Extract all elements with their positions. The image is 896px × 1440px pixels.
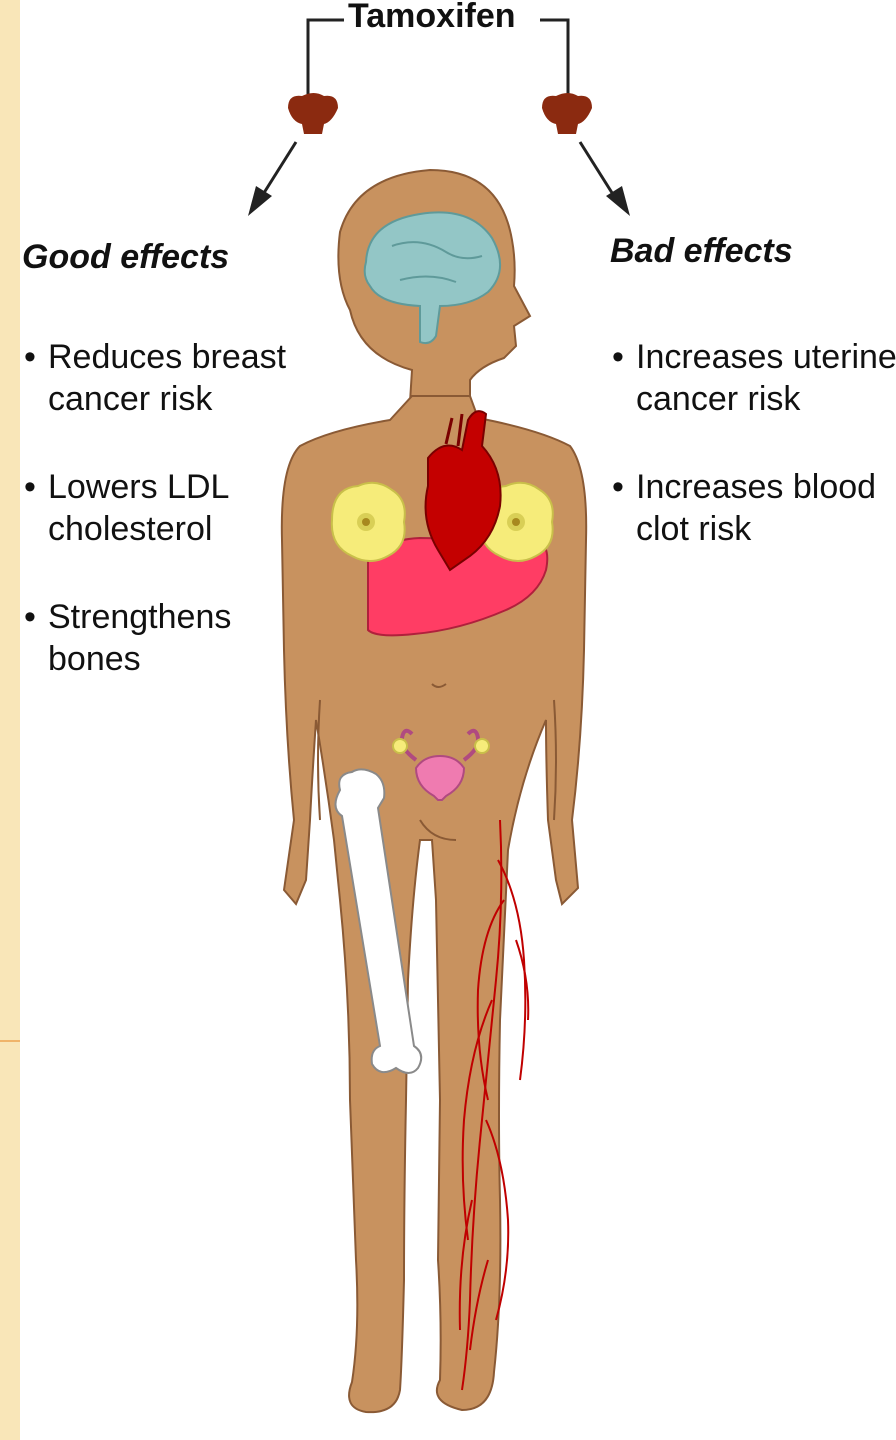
bullet-icon: • — [24, 596, 36, 638]
pill-icon-right — [542, 93, 592, 134]
bad-effect-text: Increases uterine cancer risk — [636, 338, 896, 418]
bad-effect-item: • Increases uterine cancer risk — [612, 336, 896, 420]
diagram-title: Tamoxifen — [344, 0, 520, 38]
bullet-icon: • — [24, 336, 36, 378]
good-effect-item: • Lowers LDL cholesterol — [24, 466, 298, 550]
bad-effect-item: • Increases blood clot risk — [612, 466, 896, 550]
good-effect-text: Reduces breast cancer risk — [48, 338, 286, 418]
bullet-icon: • — [612, 466, 624, 508]
bad-effect-text: Increases blood clot risk — [636, 468, 876, 548]
good-effects-heading: Good effects — [22, 238, 229, 277]
bad-effects-list: • Increases uterine cancer risk • Increa… — [612, 336, 896, 596]
good-effects-list: • Reduces breast cancer risk • Lowers LD… — [24, 336, 324, 726]
arrow-icon-right — [580, 142, 630, 216]
breast-icon-left — [332, 483, 405, 561]
arrow-icon-left — [248, 142, 296, 216]
pill-icon-left — [288, 93, 338, 134]
bullet-icon: • — [24, 466, 36, 508]
good-effect-text: Strengthens bones — [48, 598, 231, 678]
good-effect-item: • Strengthens bones — [24, 596, 298, 680]
bullet-icon: • — [612, 336, 624, 378]
good-effect-item: • Reduces breast cancer risk — [24, 336, 328, 420]
bad-effects-heading: Bad effects — [610, 232, 793, 271]
good-effect-text: Lowers LDL cholesterol — [48, 468, 228, 548]
